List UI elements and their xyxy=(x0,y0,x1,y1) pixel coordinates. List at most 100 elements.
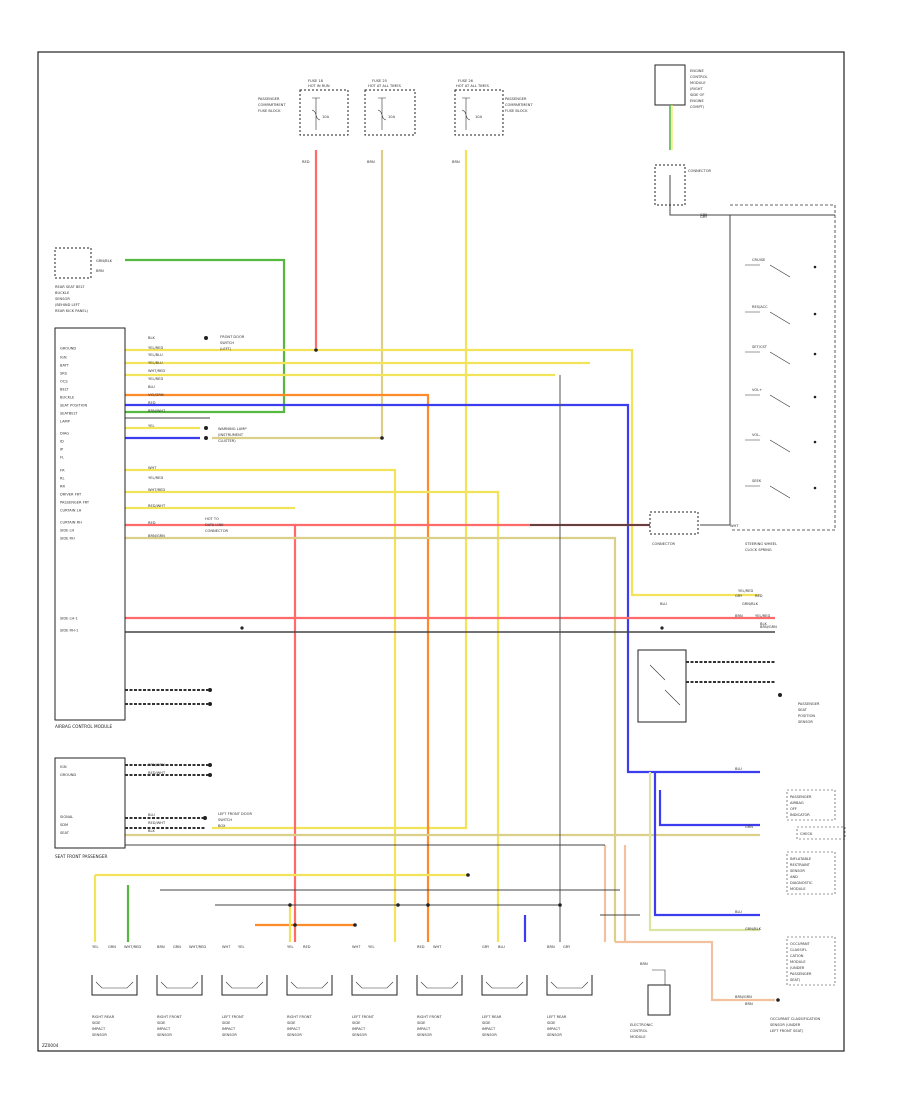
caption-line: RIGHT FRONT xyxy=(417,1015,442,1019)
splice-dot xyxy=(396,903,400,907)
connector-box xyxy=(654,164,686,206)
wire-color-label: GRY xyxy=(482,945,490,949)
pin-label: CURTAIN RH xyxy=(60,521,82,525)
wire-orange-bottom xyxy=(615,940,775,1002)
caption-line: SIDE xyxy=(352,1021,361,1025)
caption-line: INFLATABLE xyxy=(790,857,812,861)
note-line: CONNECTOR xyxy=(205,529,229,533)
dark-wires xyxy=(125,175,835,942)
connector-dot xyxy=(204,426,208,430)
note-line: WARNING LAMP xyxy=(218,427,247,431)
switch-symbol xyxy=(745,311,791,325)
sensor-inner xyxy=(225,981,264,989)
wire-color-label: YEL/RED xyxy=(738,589,753,593)
wire-color-label: RED xyxy=(148,521,156,525)
pin-label: OCS xyxy=(60,380,68,384)
fuse-label: FUSE 18 xyxy=(308,79,324,83)
sensor-box xyxy=(54,247,92,279)
pin-label: BELT xyxy=(60,388,69,392)
harness-lines xyxy=(125,689,210,705)
caption-line: SIDE xyxy=(547,1021,556,1025)
wire-tan-2 xyxy=(125,536,617,942)
caption-line: SIDE xyxy=(482,1021,491,1025)
wire-color-label: GRY xyxy=(700,213,708,217)
wire-orange-1 xyxy=(125,393,430,942)
wire-color-label: YEL/BLU xyxy=(148,353,163,357)
caption-line: IMPACT xyxy=(222,1027,236,1031)
switch-pin xyxy=(813,440,817,444)
note-line: LEFT FRONT DOOR xyxy=(218,812,252,816)
wire-color-label: YEL/RED xyxy=(755,614,770,618)
wire-color-label: WHT/RED xyxy=(148,488,165,492)
wire-color-label: BLU xyxy=(735,767,742,771)
caption-line: CHECK xyxy=(800,832,813,836)
main-module: AIRBAG CONTROL MODULE GROUNDIGNBATTSRSOC… xyxy=(54,327,247,729)
sensor-inner xyxy=(355,981,394,989)
fuse-top-right: FUSE 26 HOT AT ALL TIMES 10A PASSENGER C… xyxy=(452,79,533,164)
right-component: INFLATABLERESTRAINTSENSORANDDIAGNOSTICMO… xyxy=(786,851,836,895)
module-caption: AIRBAG CONTROL MODULE xyxy=(55,724,113,729)
caption-line: OCCUPANT CLASSIFICATION xyxy=(770,1017,820,1021)
component-box xyxy=(637,649,687,723)
caption-line: REAR SEAT BELT xyxy=(55,285,85,289)
caption-line: SENSOR xyxy=(55,297,70,301)
fuse-amp: 10A xyxy=(322,115,330,119)
caption-line: SIDE OF xyxy=(690,93,704,97)
diagram-frame xyxy=(37,51,845,1052)
sensor-body xyxy=(286,975,333,996)
pin-label: FL xyxy=(60,456,64,460)
component-box xyxy=(796,826,846,840)
pin-label: IP xyxy=(60,448,64,452)
wire-color-label: BLU xyxy=(148,813,155,817)
wire-color-label: GRY xyxy=(563,945,571,949)
caption-line: IMPACT xyxy=(547,1027,561,1031)
wire-color-label: BLK xyxy=(148,336,155,340)
wire-color-label: RED/WHT xyxy=(148,504,166,508)
sensor-inner xyxy=(420,981,459,989)
sensor-inner xyxy=(550,981,589,989)
component-box xyxy=(786,851,836,895)
wire-color-label: BLU xyxy=(660,602,667,606)
pin-label: SRS xyxy=(60,372,68,376)
note-line: SWITCH xyxy=(220,341,234,345)
wire-color-label: RED/WHT xyxy=(148,821,166,825)
fuse-caption-3: FUSE BLOCK xyxy=(258,109,281,113)
fuse-caption-2: COMPARTMENT xyxy=(505,103,533,107)
caption-line: CONTROL xyxy=(690,75,708,79)
caption-line: PASSENGER xyxy=(790,795,812,799)
wire-label: BRN/GRN xyxy=(735,995,752,999)
caption-line: SENSOR xyxy=(222,1033,237,1037)
fuse-box-label: HOT IN RUN xyxy=(308,84,330,88)
wire-label: GRY xyxy=(700,215,708,219)
fuse-label: FUSE 25 xyxy=(372,79,387,83)
wire-color-label: YEL xyxy=(287,945,293,949)
diagram-id: ZZ0004 xyxy=(42,1043,59,1048)
pin-label: SIDE RH-1 xyxy=(60,629,78,633)
wire-color-label: BLU xyxy=(498,945,505,949)
fuse-icon xyxy=(311,97,321,130)
wire-color-label: GRN/BLK xyxy=(742,602,759,606)
note-line: FRONT DOOR xyxy=(220,335,245,339)
wire-color-label: GRN xyxy=(745,825,753,829)
caption-line: MODULE xyxy=(790,887,806,891)
wire-color-label: YEL xyxy=(148,424,154,428)
switch-panel-outline xyxy=(730,204,836,531)
caption-line: CONTROL xyxy=(630,1029,648,1033)
connector-label: CONNECTOR xyxy=(688,169,712,173)
wire-color-label: RED xyxy=(148,401,156,405)
steering-switch: CRUISE xyxy=(745,258,817,278)
wire-color-label: VIO/GRN xyxy=(148,393,164,397)
lead xyxy=(652,969,666,985)
caption-line: MODULE xyxy=(790,960,806,964)
caption-line: IMPACT xyxy=(287,1027,301,1031)
pin-label: CURTAIN LH xyxy=(60,509,82,513)
pin-label: IGN xyxy=(60,765,67,769)
caption-line: BUCKLE xyxy=(55,291,70,295)
caption-line: STEERING WHEEL xyxy=(745,542,777,546)
caption-line: LEFT REAR xyxy=(482,1015,502,1019)
caption-line: CLASSIFI- xyxy=(790,948,808,952)
